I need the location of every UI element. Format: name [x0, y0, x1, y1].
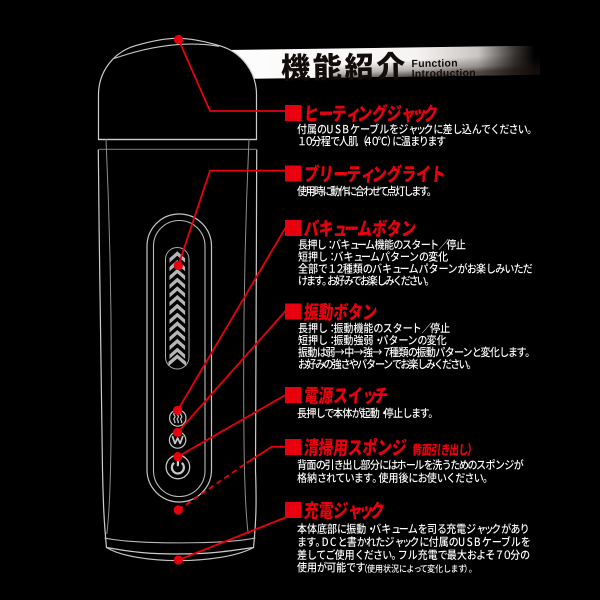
svg-text:Introduction: Introduction — [412, 67, 476, 80]
svg-text:Function: Function — [411, 57, 457, 70]
